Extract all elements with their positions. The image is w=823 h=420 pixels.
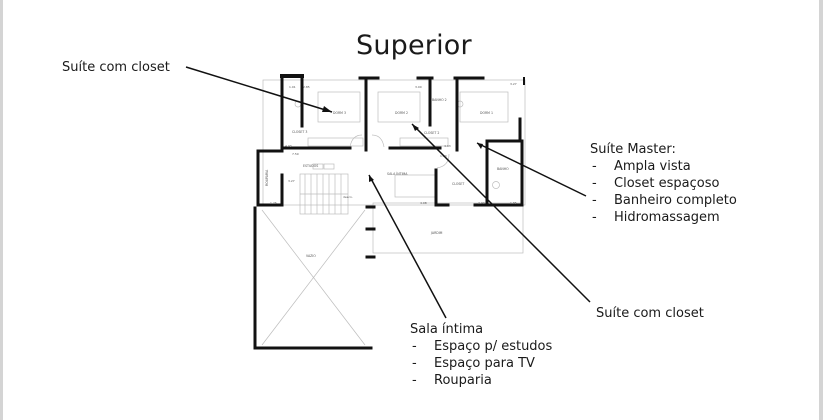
dim-label: 4.08	[420, 201, 427, 205]
leader-suite-bottom	[411, 123, 591, 303]
annotation-sala-intima: Sala íntima -Espaço p/ estudos -Espaço p…	[410, 321, 552, 389]
page-title: Superior	[356, 30, 472, 61]
dim-label: 3.00	[415, 85, 422, 89]
dim-label: 2.90	[478, 201, 485, 205]
annotation-heading: Suíte com closet	[62, 60, 170, 75]
leader-suite-top	[185, 66, 333, 113]
toilet-1	[492, 181, 500, 189]
outline-upper	[262, 79, 526, 206]
list-item: -Banheiro completo	[592, 193, 737, 208]
room-banho2: BANHO 2	[432, 98, 447, 102]
room-sala-intima: SALA ÍNTIMA	[387, 171, 408, 176]
arrowhead-icon	[412, 124, 419, 131]
list-item: -Hidromassagem	[592, 210, 720, 225]
room-banho1: BANHO	[497, 167, 509, 171]
dim-label: 3.27	[510, 82, 517, 86]
annotation-suite-closet-bottom: Suíte com closet	[596, 305, 704, 322]
dim-label: 4.93	[444, 144, 451, 148]
dim-label: 1.01	[289, 85, 296, 89]
floor-plan-walls	[253, 74, 525, 350]
leader-lines	[185, 66, 591, 319]
wardrobe-2	[399, 137, 449, 147]
list-item: -Rouparia	[412, 373, 492, 388]
room-rouparia: ROUPARIA	[265, 169, 269, 186]
room-closet1: CLOSET	[452, 182, 464, 186]
room-labels: DORM 3 DORM 2 DORM 1 CLOSET 3 CLOSET 2 C…	[265, 98, 509, 258]
label-descanso: descn.	[343, 195, 353, 199]
wardrobe-3	[307, 137, 364, 147]
leader-suite-master	[476, 142, 587, 197]
arrowhead-icon	[369, 175, 374, 182]
dim-label: 4.93	[285, 144, 292, 148]
room-jardim: JARDIM	[430, 231, 443, 235]
list-item: -Ampla vista	[592, 159, 691, 174]
dimension-labels: 1.01 2.85 3.00 3.27 4.93 7.59 3.27 4.93 …	[270, 82, 517, 205]
arrowhead-icon	[477, 143, 483, 149]
list-item: -Espaço para TV	[412, 356, 535, 371]
dim-label: 2.85	[303, 85, 310, 89]
vazio-diagonal-2	[261, 209, 366, 346]
bed-dorm1	[459, 91, 509, 123]
leader-arrowheads	[322, 106, 483, 182]
dim-label: 1.26	[270, 201, 277, 205]
tv-sofa	[394, 174, 436, 198]
room-closet3: CLOSET 3	[292, 130, 307, 134]
room-closet2: CLOSET 2	[424, 131, 439, 135]
room-dorm1: DORM 1	[480, 111, 493, 115]
list-item: -Closet espaçoso	[592, 176, 720, 191]
jardim-area	[372, 202, 524, 254]
room-dorm2: DORM 2	[395, 111, 408, 115]
dim-label: 7.59	[292, 152, 299, 156]
room-dorm3: DORM 3	[333, 111, 346, 115]
room-estudos: ESTUDOS	[303, 164, 318, 168]
annotation-heading: Sala íntima	[410, 322, 484, 337]
room-vazio: VAZIO	[306, 254, 316, 258]
frame-edge-right	[819, 0, 823, 420]
frame-edge-left	[0, 0, 3, 420]
leader-sala-intima	[368, 174, 447, 319]
dim-label: 3.27	[288, 179, 295, 183]
list-item: -Espaço p/ estudos	[412, 339, 553, 354]
dim-label: 1.85	[510, 201, 517, 205]
annotation-heading: Suíte Master:	[590, 142, 676, 157]
bed-dorm2	[377, 91, 421, 123]
arrowhead-icon	[322, 106, 332, 112]
annotation-suite-closet-top: Suíte com closet	[62, 59, 170, 76]
annotation-suite-master: Suíte Master: -Ampla vista -Closet espaç…	[590, 141, 737, 226]
annotation-heading: Suíte com closet	[596, 306, 704, 321]
